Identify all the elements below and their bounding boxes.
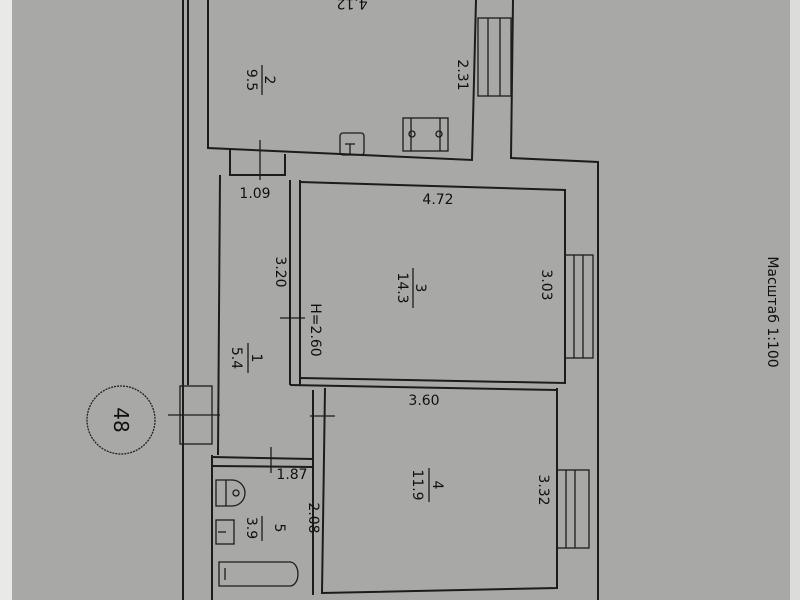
dim-room4-depth: 3.32	[535, 474, 551, 505]
room-2-label: 2 9.5	[243, 65, 277, 95]
svg-text:5.4: 5.4	[228, 347, 244, 369]
svg-text:4: 4	[429, 481, 445, 490]
svg-text:2: 2	[261, 76, 277, 85]
dim-kitchen-depth: 2.31	[454, 59, 470, 90]
svg-text:14.3: 14.3	[394, 272, 410, 303]
sink-icon	[339, 132, 365, 156]
svg-text:11.9: 11.9	[409, 469, 425, 500]
scale-label: Масштаб 1:100	[764, 256, 780, 367]
svg-text:5: 5	[271, 524, 287, 533]
photo-edge-right	[790, 0, 800, 600]
room-5-label: 5 3.9	[243, 516, 287, 541]
dim-room3-depth: 3.03	[538, 269, 554, 300]
photo-edge-left	[0, 0, 12, 600]
svg-text:9.5: 9.5	[243, 69, 259, 91]
window-kitchen	[477, 17, 512, 97]
dim-bath-depth: 2.08	[305, 502, 321, 533]
room-1-label: 1 5.4	[228, 343, 264, 373]
dim-room3-width: 4.72	[422, 192, 453, 208]
svg-text:1: 1	[248, 354, 264, 363]
dim-room4-width: 3.60	[408, 393, 439, 409]
dim-bath-width: 1.87	[276, 467, 307, 483]
entrance-door	[168, 385, 220, 445]
fixtures	[215, 117, 449, 587]
bathtub-icon	[218, 561, 299, 587]
ceiling-height: H=2.60	[307, 303, 323, 356]
room-4-label: 4 11.9	[409, 468, 445, 502]
svg-text:3.9: 3.9	[243, 517, 259, 539]
dim-corridor-width: 1.09	[239, 186, 270, 202]
dim-corridor-length: 3.20	[272, 256, 288, 287]
washbasin-icon	[215, 519, 235, 545]
dim-kitchen-width: 4.12	[336, 0, 367, 11]
svg-text:3: 3	[412, 284, 428, 293]
window-room3	[564, 254, 594, 359]
room-3-label: 3 14.3	[394, 268, 428, 308]
walls	[168, 0, 599, 600]
building-number: 48	[109, 407, 133, 432]
stove-icon	[402, 117, 449, 152]
toilet-icon	[215, 479, 246, 507]
window-room4	[556, 469, 590, 549]
building-number-marker: 48	[86, 385, 156, 455]
